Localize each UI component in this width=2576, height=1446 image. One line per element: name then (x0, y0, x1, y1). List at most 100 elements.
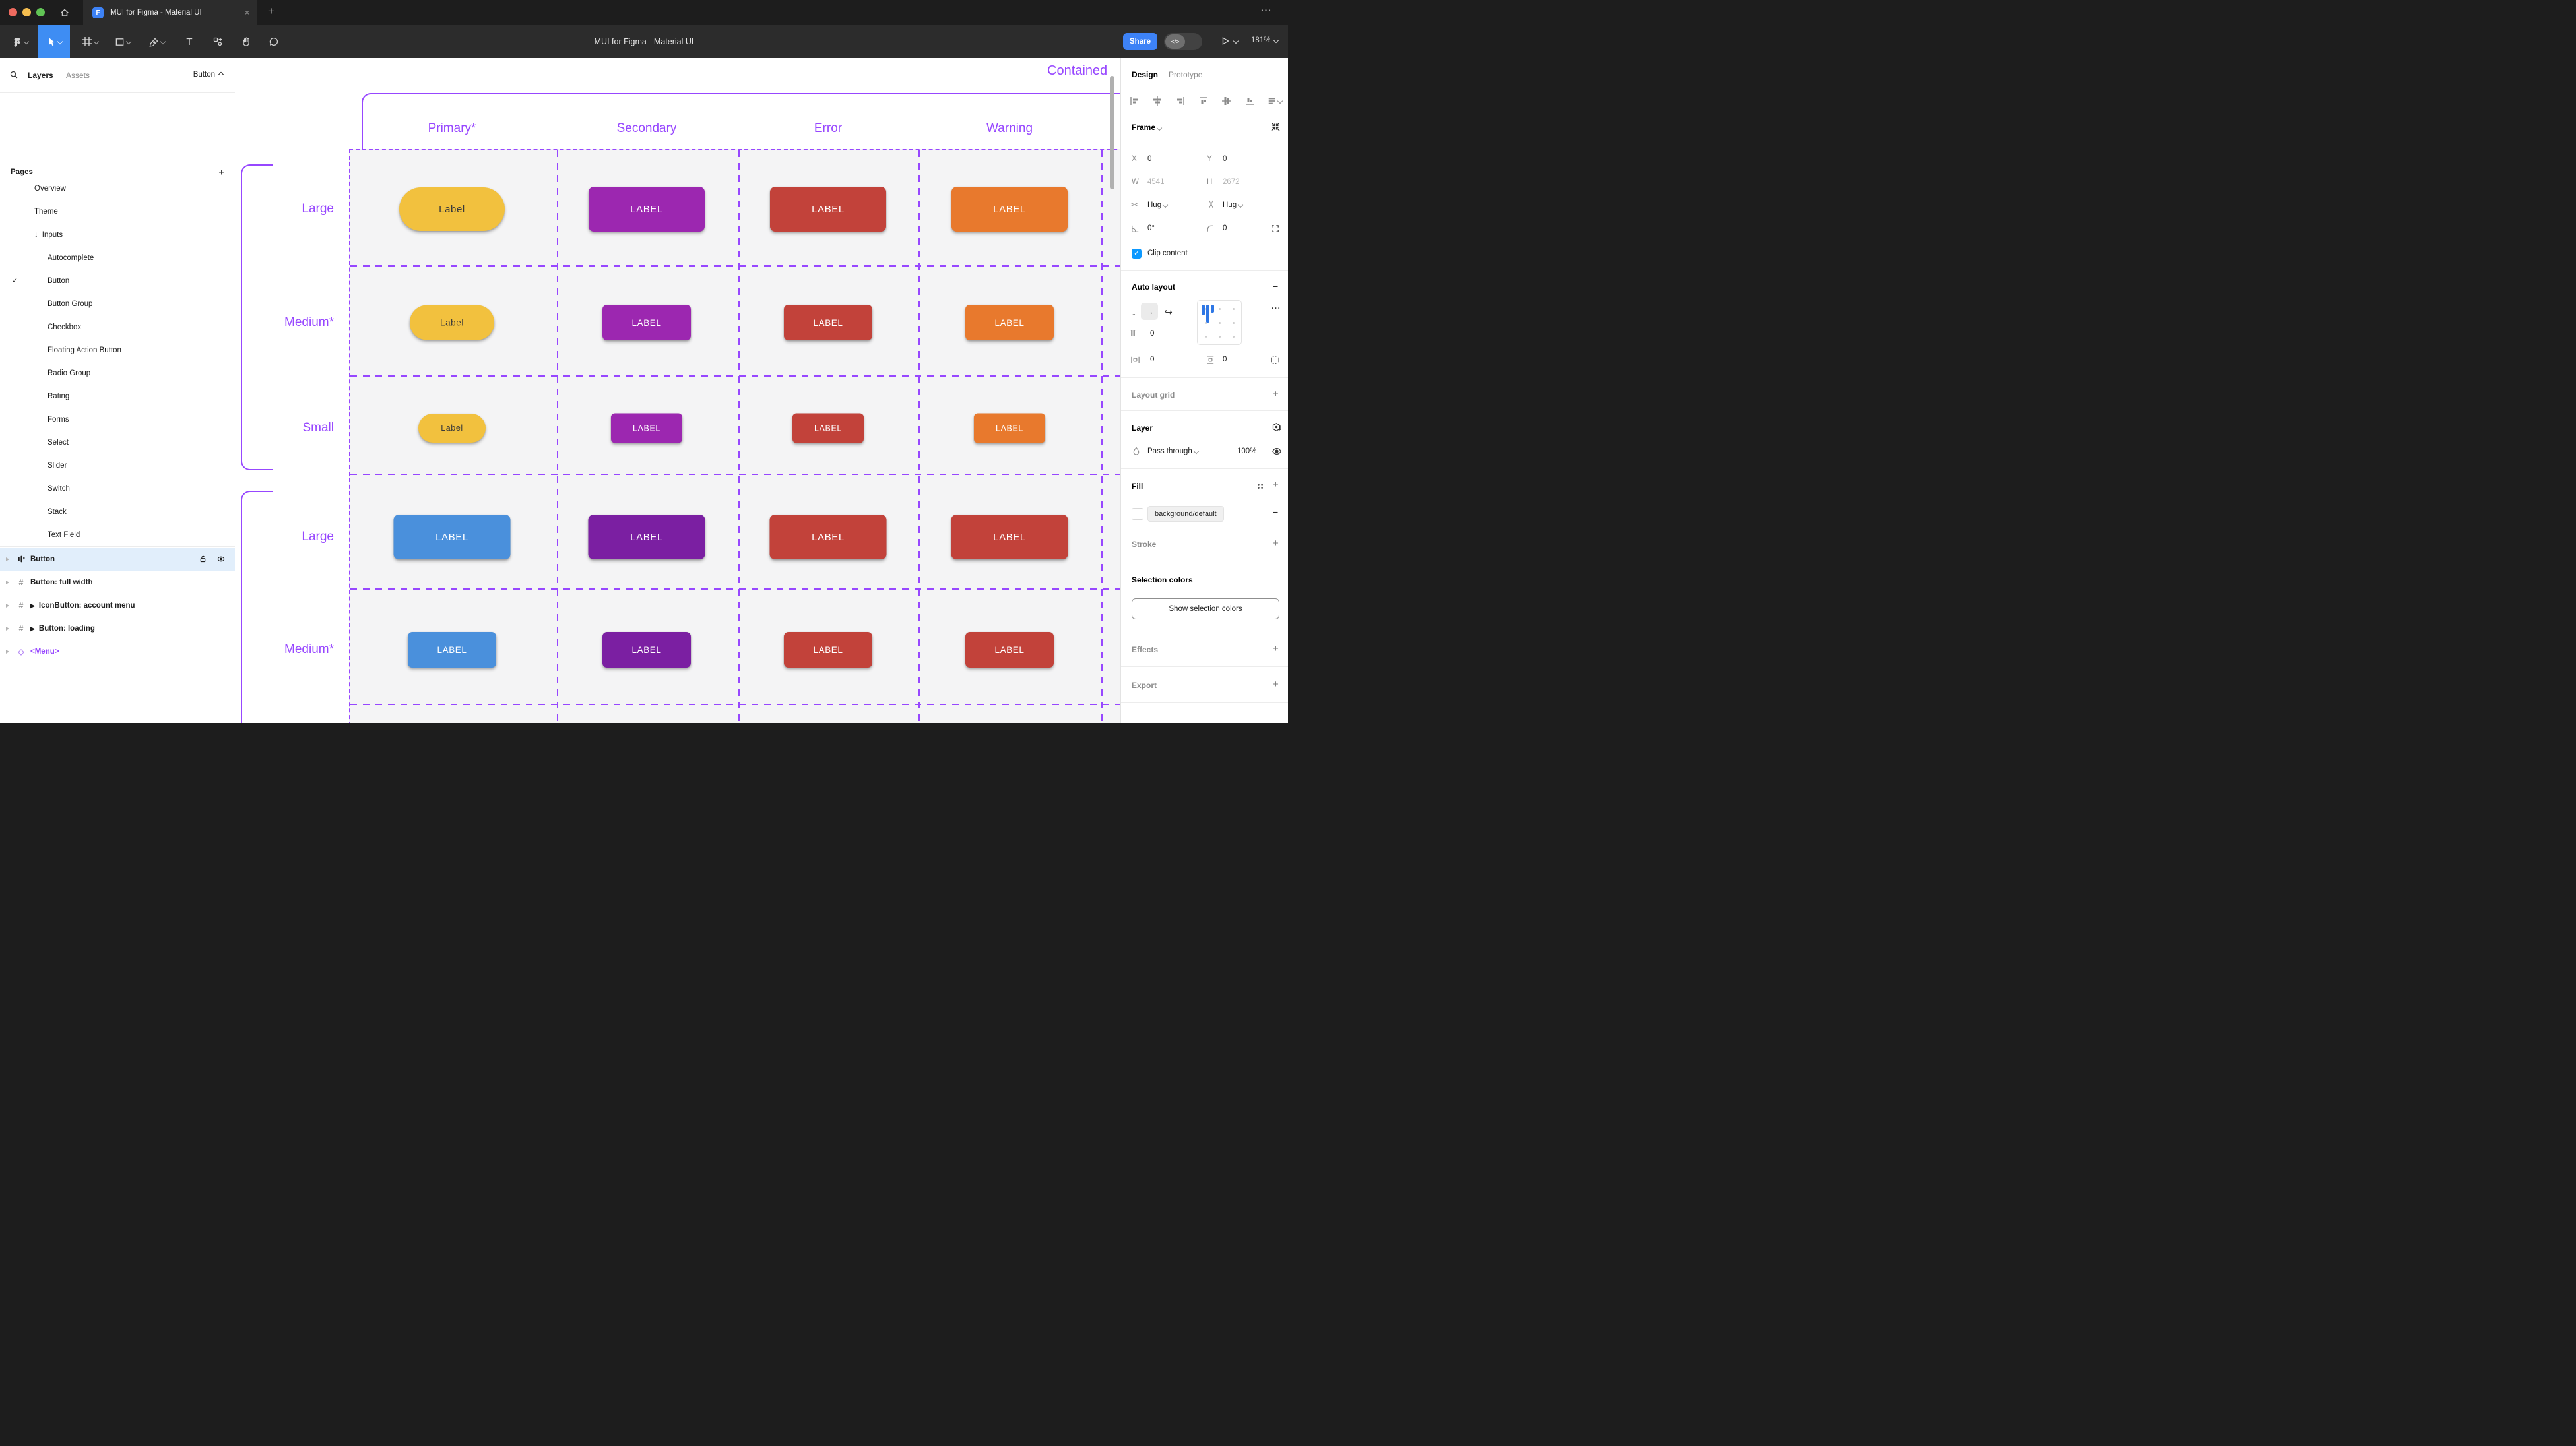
collapse-arrow-icon[interactable]: ↓ (34, 230, 38, 239)
corner-radius-value[interactable]: 0 (1223, 224, 1227, 232)
canvas-button[interactable]: Label (410, 305, 494, 340)
search-icon[interactable] (9, 70, 18, 79)
resources-tool[interactable] (207, 25, 228, 58)
add-layout-grid-icon[interactable]: + (1273, 389, 1279, 400)
fill-styles-icon[interactable] (1256, 482, 1265, 491)
column-header[interactable]: Error (814, 121, 843, 135)
hand-tool[interactable] (235, 25, 257, 58)
section-label[interactable]: Contained (1047, 63, 1108, 78)
zoom-level-dropdown[interactable]: 181% (1251, 36, 1279, 44)
fill-token-chip[interactable]: background/default (1147, 506, 1224, 522)
page-item[interactable]: Button Group (0, 292, 235, 315)
tab-close-icon[interactable]: × (244, 8, 249, 17)
padding-h-value[interactable]: 0 (1150, 356, 1155, 363)
page-item[interactable]: Autocomplete (0, 246, 235, 269)
disclosure-triangle-icon[interactable] (6, 603, 9, 608)
canvas-button[interactable]: LABEL (784, 632, 872, 668)
shape-tool[interactable] (110, 25, 136, 58)
canvas-button[interactable]: LABEL (611, 413, 682, 443)
h-value[interactable]: 2672 (1223, 178, 1240, 186)
page-item[interactable]: Overview (0, 177, 235, 200)
column-header[interactable]: Warning (986, 121, 1033, 135)
canvas-button[interactable]: LABEL (965, 305, 1054, 340)
home-icon[interactable] (57, 5, 73, 20)
flow-down-icon[interactable]: ↓ (1132, 307, 1136, 317)
page-item[interactable]: ✓Button (0, 269, 235, 292)
align-left-icon[interactable] (1129, 96, 1140, 106)
canvas-button[interactable]: LABEL (792, 413, 864, 443)
hug-vertical-value[interactable]: Hug (1223, 201, 1244, 209)
canvas-button[interactable]: LABEL (974, 413, 1045, 443)
scope-dropdown[interactable]: Button (193, 71, 224, 79)
page-item[interactable]: Rating (0, 385, 235, 408)
tab-layers[interactable]: Layers (28, 71, 53, 80)
row-label[interactable]: Large (302, 530, 334, 544)
fill-color-swatch[interactable] (1132, 508, 1143, 520)
row-label[interactable]: Medium* (284, 315, 334, 329)
traffic-light-minimize[interactable] (22, 8, 31, 16)
page-item[interactable]: Switch (0, 477, 235, 500)
frame-tool[interactable] (77, 25, 103, 58)
canvas-button[interactable]: LABEL (393, 515, 511, 559)
canvas-button[interactable]: LABEL (965, 632, 1054, 668)
canvas-button[interactable]: LABEL (951, 515, 1068, 559)
x-value[interactable]: 0 (1147, 155, 1152, 163)
present-button[interactable] (1221, 36, 1239, 46)
dev-mode-toggle[interactable]: </> (1164, 33, 1202, 50)
traffic-light-close[interactable] (9, 8, 17, 16)
add-effect-icon[interactable]: + (1273, 643, 1279, 654)
share-button[interactable]: Share (1123, 33, 1157, 50)
show-selection-colors-button[interactable]: Show selection colors (1132, 598, 1279, 619)
rotation-value[interactable]: 0° (1147, 224, 1155, 232)
disclosure-triangle-icon[interactable] (6, 626, 9, 631)
canvas-button[interactable]: LABEL (602, 305, 691, 340)
page-item[interactable]: Theme (0, 200, 235, 223)
opacity-value[interactable]: 100% (1237, 447, 1257, 455)
canvas-button[interactable]: Label (399, 187, 505, 231)
gap-value[interactable]: 0 (1150, 330, 1155, 338)
expand-marker-icon[interactable]: ▶ (30, 625, 35, 632)
layer-row[interactable]: #Button: full width (0, 571, 235, 594)
main-menu-icon[interactable] (5, 25, 34, 58)
w-value[interactable]: 4541 (1147, 178, 1165, 186)
independent-padding-icon[interactable] (1270, 355, 1280, 365)
page-item[interactable]: Stack (0, 500, 235, 523)
page-item[interactable]: Radio Group (0, 362, 235, 385)
tab-assets[interactable]: Assets (66, 71, 90, 80)
distribute-menu-icon[interactable] (1268, 96, 1283, 106)
page-item[interactable]: Checkbox (0, 315, 235, 338)
row-label[interactable]: Medium* (284, 643, 334, 656)
file-tab[interactable]: F MUI for Figma - Material UI × (83, 0, 257, 25)
column-header[interactable]: Primary* (428, 121, 476, 135)
canvas-button[interactable]: LABEL (770, 187, 886, 232)
canvas-button[interactable]: LABEL (951, 187, 1068, 232)
auto-layout-alignment-pad[interactable] (1197, 300, 1242, 345)
visibility-eye-icon[interactable] (216, 555, 226, 563)
align-v-center-icon[interactable] (1221, 96, 1232, 106)
flow-wrap-icon[interactable]: ↩ (1165, 307, 1173, 317)
move-tool[interactable] (38, 25, 70, 58)
page-item[interactable]: Text Field (0, 523, 235, 546)
blend-styles-icon[interactable] (1272, 422, 1282, 433)
unlock-icon[interactable] (199, 555, 207, 563)
pen-tool[interactable] (144, 25, 170, 58)
hug-horizontal-value[interactable]: Hug (1147, 201, 1169, 209)
canvas-scrollbar[interactable] (1110, 76, 1114, 189)
clip-content-checkbox[interactable]: ✓ (1132, 249, 1142, 259)
disclosure-triangle-icon[interactable] (6, 649, 9, 654)
frame-section-title[interactable]: Frame (1132, 123, 1163, 132)
layer-row[interactable]: Button (0, 548, 235, 571)
canvas-button[interactable]: LABEL (769, 515, 887, 559)
page-item[interactable]: Slider (0, 454, 235, 477)
row-label[interactable]: Large (302, 202, 334, 216)
auto-layout-more-icon[interactable]: ··· (1272, 305, 1281, 313)
layer-row[interactable]: #▶IconButton: account menu (0, 594, 235, 617)
page-item[interactable]: ↓Inputs (0, 223, 235, 246)
align-right-icon[interactable] (1175, 96, 1186, 106)
canvas-button[interactable]: LABEL (589, 187, 705, 232)
expand-marker-icon[interactable]: ▶ (30, 602, 35, 609)
page-item[interactable]: Forms (0, 408, 235, 431)
layer-visibility-eye-icon[interactable] (1272, 446, 1282, 456)
align-h-center-icon[interactable] (1152, 96, 1163, 106)
